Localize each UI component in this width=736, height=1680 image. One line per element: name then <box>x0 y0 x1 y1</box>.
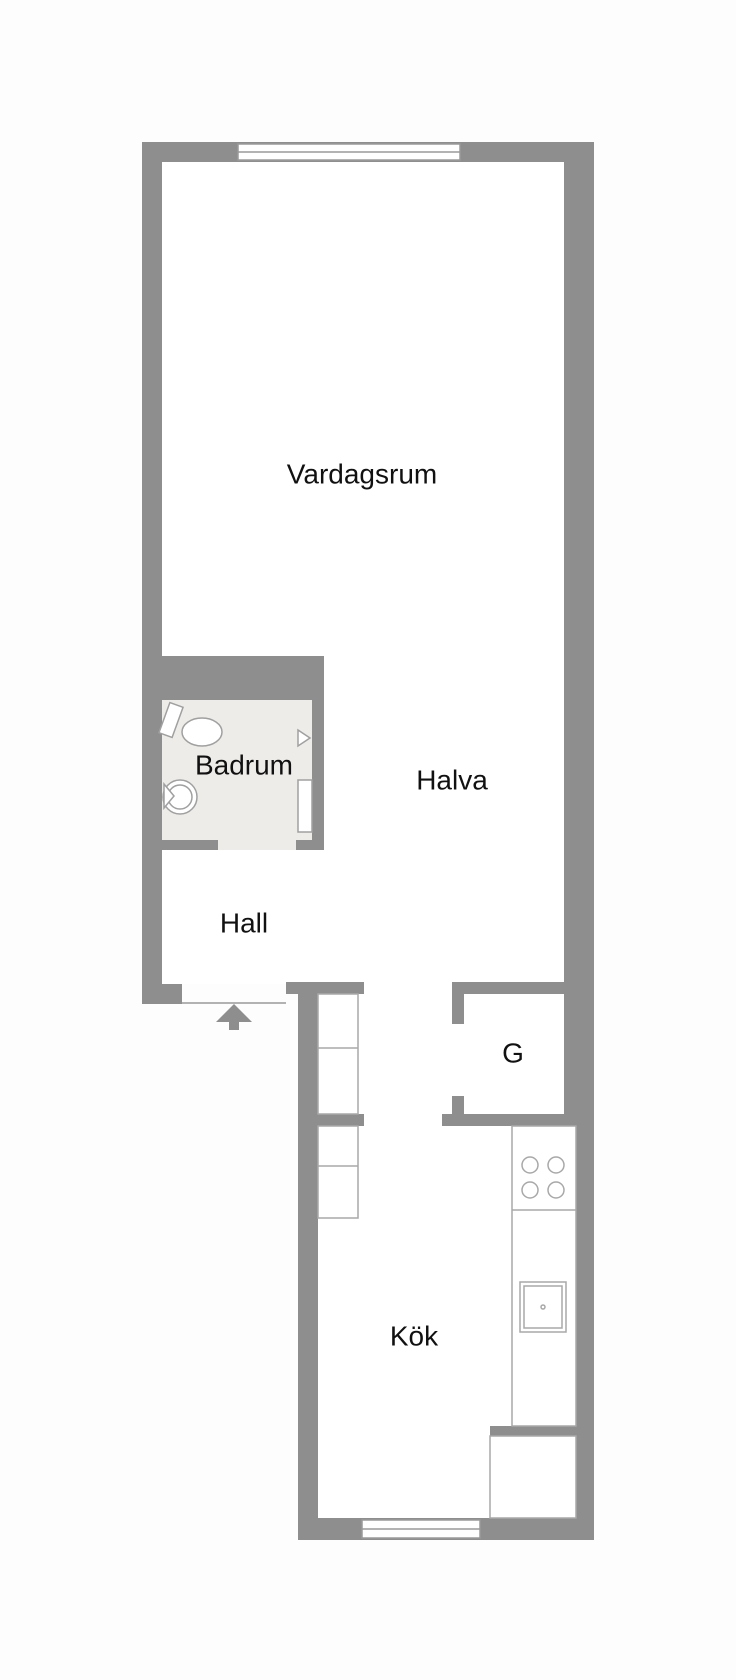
wall-badrum-bottom-right <box>296 840 324 850</box>
windows <box>237 143 481 1539</box>
wall-hall-bottom-left <box>142 984 182 1004</box>
hall-storage <box>317 993 359 1219</box>
washbasin-icon <box>162 779 198 815</box>
sink-icon <box>519 1281 567 1333</box>
wall-partition-kok <box>318 1114 364 1126</box>
entrance-arrow-icon <box>216 1004 252 1030</box>
label-hall: Hall <box>220 907 268 938</box>
floor-vardagsrum <box>162 162 564 984</box>
wall-kok-right <box>576 1122 594 1540</box>
wall-g-bottom <box>442 1114 576 1126</box>
wall-kok-left <box>298 984 318 1540</box>
room-labels: Vardagsrum Badrum Halva Hall G Kök <box>195 458 524 1351</box>
walls <box>142 142 594 1540</box>
wall-g-left-upper <box>452 982 464 1024</box>
label-badrum: Badrum <box>195 749 293 780</box>
wall-g-top <box>452 982 576 994</box>
wall-badrum-right <box>312 656 324 850</box>
wall-right <box>564 142 594 1122</box>
label-halva: Halva <box>416 764 488 795</box>
wall-badrum-left <box>142 656 162 850</box>
stove-icon <box>521 1156 565 1199</box>
wardrobe <box>317 993 359 1115</box>
wall-left-upper <box>142 142 162 1004</box>
label-vardagsrum: Vardagsrum <box>287 458 437 489</box>
toilet-icon <box>157 701 223 747</box>
label-g: G <box>502 1037 524 1068</box>
wall-hall-bottom-right <box>286 982 364 994</box>
wall-badrum-top <box>142 656 324 700</box>
wall-badrum-bottom-left <box>162 840 218 850</box>
label-kok: Kök <box>390 1320 439 1351</box>
floors <box>162 162 576 1518</box>
counter <box>511 1125 577 1427</box>
fridge <box>489 1435 577 1519</box>
floor-kok <box>318 984 576 1518</box>
shower <box>297 779 313 833</box>
entrance <box>182 1002 286 1030</box>
wall-counter-divider <box>490 1426 576 1436</box>
bathroom-fixtures <box>157 701 313 833</box>
kitchen-counter <box>489 1125 577 1519</box>
kok-cabinet-left <box>317 1125 359 1219</box>
shower-drain-icon <box>297 728 312 748</box>
